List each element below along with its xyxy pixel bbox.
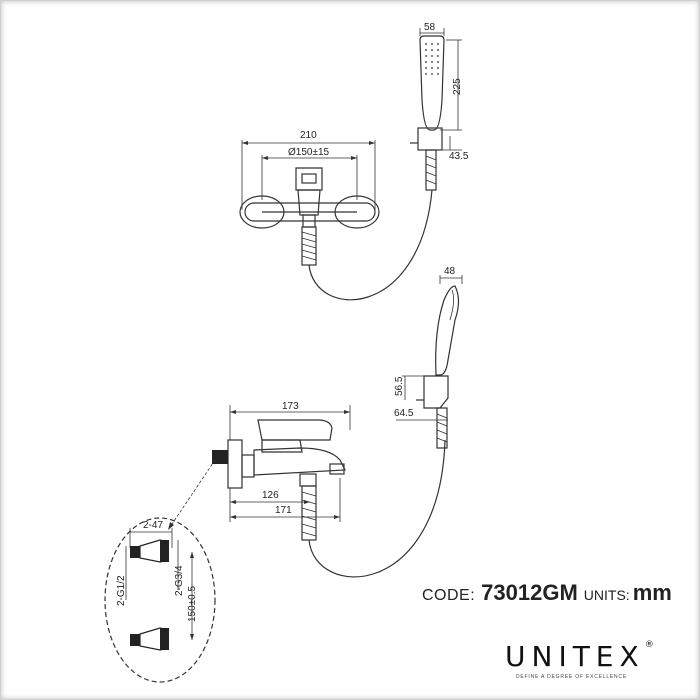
dim-fitting-width: 2-47 <box>143 520 163 531</box>
dim-outlet-distance-2: 171 <box>275 505 292 516</box>
front-view: 210 Ø150±15 <box>239 130 433 301</box>
code-value: 73012GM <box>481 580 578 605</box>
side-view: 173 126 171 <box>212 401 446 578</box>
brand-name: UNITEX <box>505 640 645 673</box>
dim-side-holder-height: 56.5 <box>394 376 405 396</box>
brand-logo: UNITEX® <box>505 640 654 673</box>
dim-side-head-width: 48 <box>444 266 456 277</box>
dim-wall-holder-depth: 43.5 <box>449 151 469 162</box>
code-label: CODE: <box>422 587 476 604</box>
dim-center-distance: Ø150±15 <box>288 147 330 158</box>
hand-shower-side: 48 56.5 64.5 <box>394 266 463 449</box>
product-code-row: CODE: 73012GM UNITS: mm <box>422 580 672 606</box>
dim-fitting-spacing: 150±0.5 <box>187 585 198 622</box>
dim-outlet-distance-1: 126 <box>262 490 279 501</box>
dim-thread-large: 2-G3/4 <box>174 565 185 596</box>
dim-overall-width: 210 <box>300 130 317 141</box>
units-value: mm <box>632 580 672 605</box>
dim-thread-small: 2-G1/2 <box>116 575 127 606</box>
dim-shower-head-length: 225 <box>452 78 463 95</box>
dim-side-holder-depth: 64.5 <box>394 408 414 419</box>
hand-shower-top: 58 225 43.5 <box>410 22 469 191</box>
dim-shower-head-width: 58 <box>424 22 436 33</box>
brand-tagline: DEFINE A DEGREE OF EXCELLENCE <box>516 674 628 680</box>
dim-body-length: 173 <box>282 401 299 412</box>
fitting-detail: 2-47 2-G1/2 2-G3/4 150±0.5 <box>104 459 216 683</box>
units-label: UNITS: <box>583 587 630 603</box>
brand-registered-mark: ® <box>644 640 654 650</box>
